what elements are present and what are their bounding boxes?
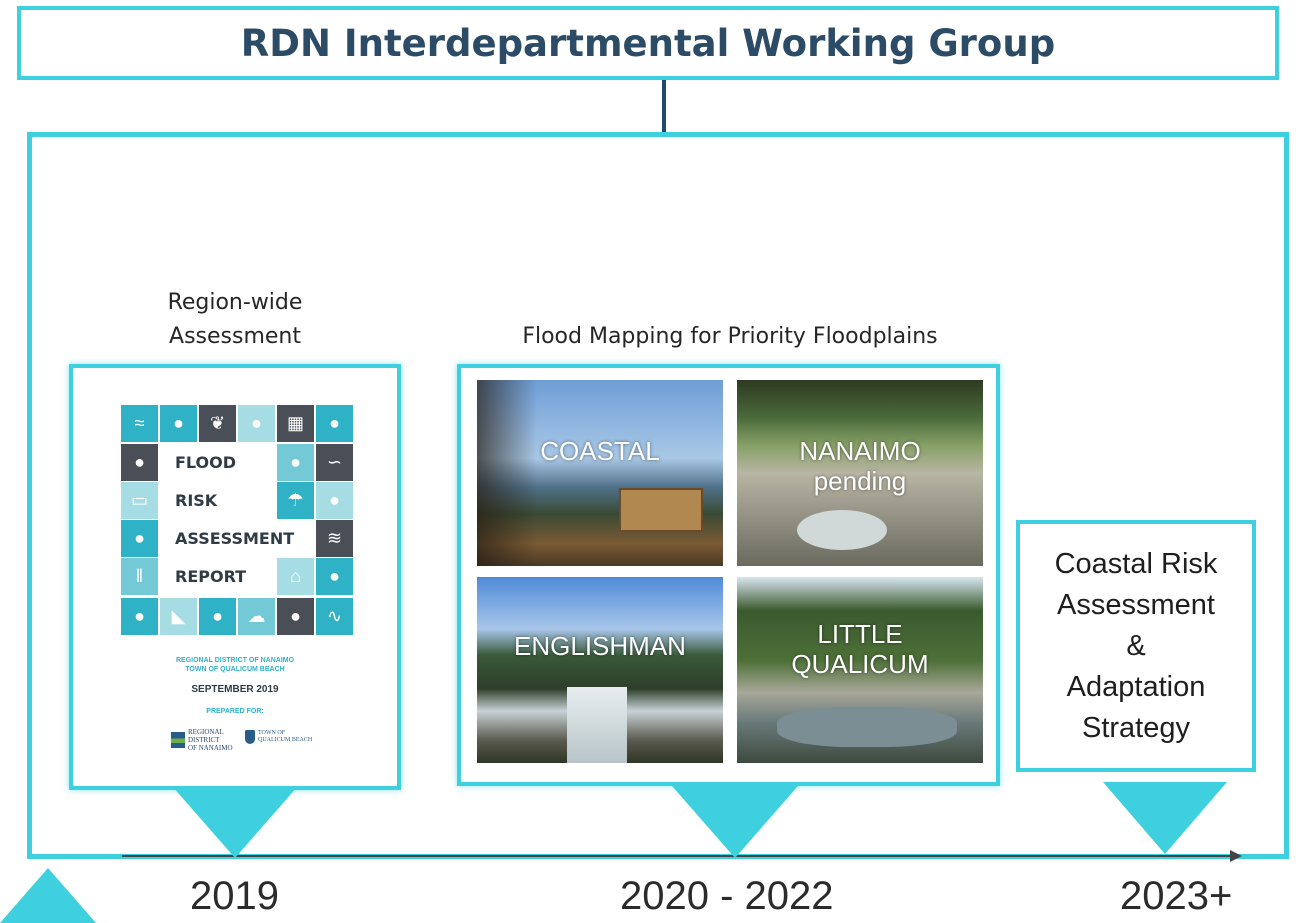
rdn-logo-line2: DISTRICT <box>188 736 220 744</box>
stage-2019-heading-line1: Region-wide <box>167 290 303 315</box>
qb-crest-icon <box>245 730 255 744</box>
umbrella-icon: ☂ <box>277 482 314 519</box>
qb-logo-text: TOWN OF QUALICUM BEACH <box>258 730 312 744</box>
floodplain-label-line2: QUALICUM <box>791 649 929 679</box>
coastal-risk-line: & <box>1126 629 1146 662</box>
photo-nanaimo: NANAIMO pending <box>737 380 983 566</box>
drop-icon: ● <box>316 558 353 595</box>
waterfall-shape <box>567 687 627 763</box>
floodplain-label-coastal: COASTAL <box>477 436 723 466</box>
cover-date: SEPTEMBER 2019 <box>191 684 279 695</box>
tree-shade <box>477 380 537 566</box>
photo-englishman: ENGLISHMAN <box>477 577 723 763</box>
stage-2019-pointer <box>172 786 298 858</box>
floodplain-label-line2: pending <box>813 466 907 496</box>
drop-icon: ● <box>121 598 158 635</box>
floodplain-label-englishman: ENGLISHMAN <box>477 631 723 661</box>
photo-little-qualicum: LITTLE QUALICUM <box>737 577 983 763</box>
wave-icon: ≈ <box>121 405 158 442</box>
floodplain-label-little-qualicum: LITTLE QUALICUM <box>737 619 983 679</box>
cover-word: FLOOD <box>175 453 237 472</box>
year-2019: 2019 <box>190 874 279 918</box>
coastal-risk-line: Adaptation <box>1066 670 1206 703</box>
coastal-risk-box: Coastal Risk Assessment & Adaptation Str… <box>1016 520 1256 772</box>
cover-org: REGIONAL DISTRICT OF NANAIMO TOWN OF QUA… <box>73 656 397 674</box>
pool-shape <box>797 510 887 550</box>
bench-shape <box>619 488 703 532</box>
car-icon: ▭ <box>121 482 158 519</box>
building-icon: ▦ <box>277 405 314 442</box>
drop-icon: ● <box>199 598 236 635</box>
coastal-risk-line: Strategy <box>1082 711 1190 744</box>
river-shape <box>777 707 957 747</box>
year-2023-plus: 2023+ <box>1120 874 1233 918</box>
floodplain-label-line1: ENGLISHMAN <box>514 631 686 661</box>
stage-2020-pointer <box>672 786 798 858</box>
coastal-risk-text: Coastal Risk Assessment & Adaptation Str… <box>1055 544 1218 749</box>
coastal-risk-line: Assessment <box>1057 588 1215 621</box>
cover-word: RISK <box>175 491 218 510</box>
qb-logo-line1: TOWN OF <box>258 730 286 736</box>
stage-2020-heading: Flood Mapping for Priority Floodplains <box>522 324 938 349</box>
landslide-icon: ◣ <box>160 598 197 635</box>
stage-2023-pointer <box>1103 782 1227 854</box>
coastal-risk-line: Coastal Risk <box>1054 547 1218 580</box>
header-box: RDN Interdepartmental Working Group <box>17 6 1279 80</box>
cover-org-line1: REGIONAL DISTRICT OF NANAIMO <box>175 657 295 664</box>
floodplain-label-line1: NANAIMO <box>799 436 921 466</box>
rdn-logo-line3: OF NANAIMO <box>188 744 233 752</box>
rdn-logo-line1: REGIONAL <box>188 728 224 736</box>
floodplain-label-line1: COASTAL <box>540 436 660 466</box>
timeline-arrowhead <box>1230 850 1242 862</box>
drop-icon: ● <box>316 405 353 442</box>
drop-icon: ● <box>316 482 353 519</box>
drop-icon: ● <box>238 405 275 442</box>
rain-icon: ☁ <box>238 598 275 635</box>
cover-word: REPORT <box>175 567 247 586</box>
wave-crash-icon: ∿ <box>316 598 353 635</box>
qb-logo-line2: QUALICUM BEACH <box>258 737 313 743</box>
drop-icon: ● <box>277 444 314 481</box>
plant-icon: ❦ <box>199 405 236 442</box>
wave-crash-icon: ∽ <box>316 444 353 481</box>
cover-org-line2: TOWN OF QUALICUM BEACH <box>185 666 285 673</box>
wave-icon: ≋ <box>316 520 353 557</box>
drop-icon: ● <box>160 405 197 442</box>
cover-word: ASSESSMENT <box>175 529 295 548</box>
floodplain-label-line1: LITTLE <box>817 619 903 649</box>
flood-house-icon: ⌂ <box>277 558 314 595</box>
stage-2019-heading-line2: Assessment <box>169 324 301 349</box>
cover-prepared-for: PREPARED FOR: <box>206 708 264 715</box>
waterfall-icon: ‖ <box>121 558 158 595</box>
stage-2019-heading: Region-wide Assessment <box>110 286 360 354</box>
rdn-logo-mark <box>171 732 185 748</box>
year-2020-2022: 2020 - 2022 <box>620 874 834 918</box>
report-cover-box: ≈ ● ❦ ● ▦ ● ● ▭ ● ‖ ● ∽ ☂ ● ≋ ⌂ ● ● ◣ ● … <box>69 364 401 790</box>
qb-logo: TOWN OF QUALICUM BEACH <box>245 730 312 744</box>
header-title: RDN Interdepartmental Working Group <box>240 21 1056 65</box>
up-arrow-icon <box>0 868 96 923</box>
rdn-logo-text: REGIONAL DISTRICT OF NANAIMO <box>188 728 233 752</box>
connector-line <box>662 80 666 132</box>
drop-icon: ● <box>277 598 314 635</box>
photo-coastal: COASTAL <box>477 380 723 566</box>
floodplain-photos-box: COASTAL NANAIMO pending ENGLISHMAN LITTL… <box>457 364 1000 786</box>
drop-icon: ● <box>121 520 158 557</box>
rdn-logo: REGIONAL DISTRICT OF NANAIMO <box>171 728 233 752</box>
drop-icon: ● <box>121 444 158 481</box>
floodplain-label-nanaimo: NANAIMO pending <box>737 436 983 496</box>
report-cover-grid: ≈ ● ❦ ● ▦ ● ● ▭ ● ‖ ● ∽ ☂ ● ≋ ⌂ ● ● ◣ ● … <box>121 405 356 635</box>
